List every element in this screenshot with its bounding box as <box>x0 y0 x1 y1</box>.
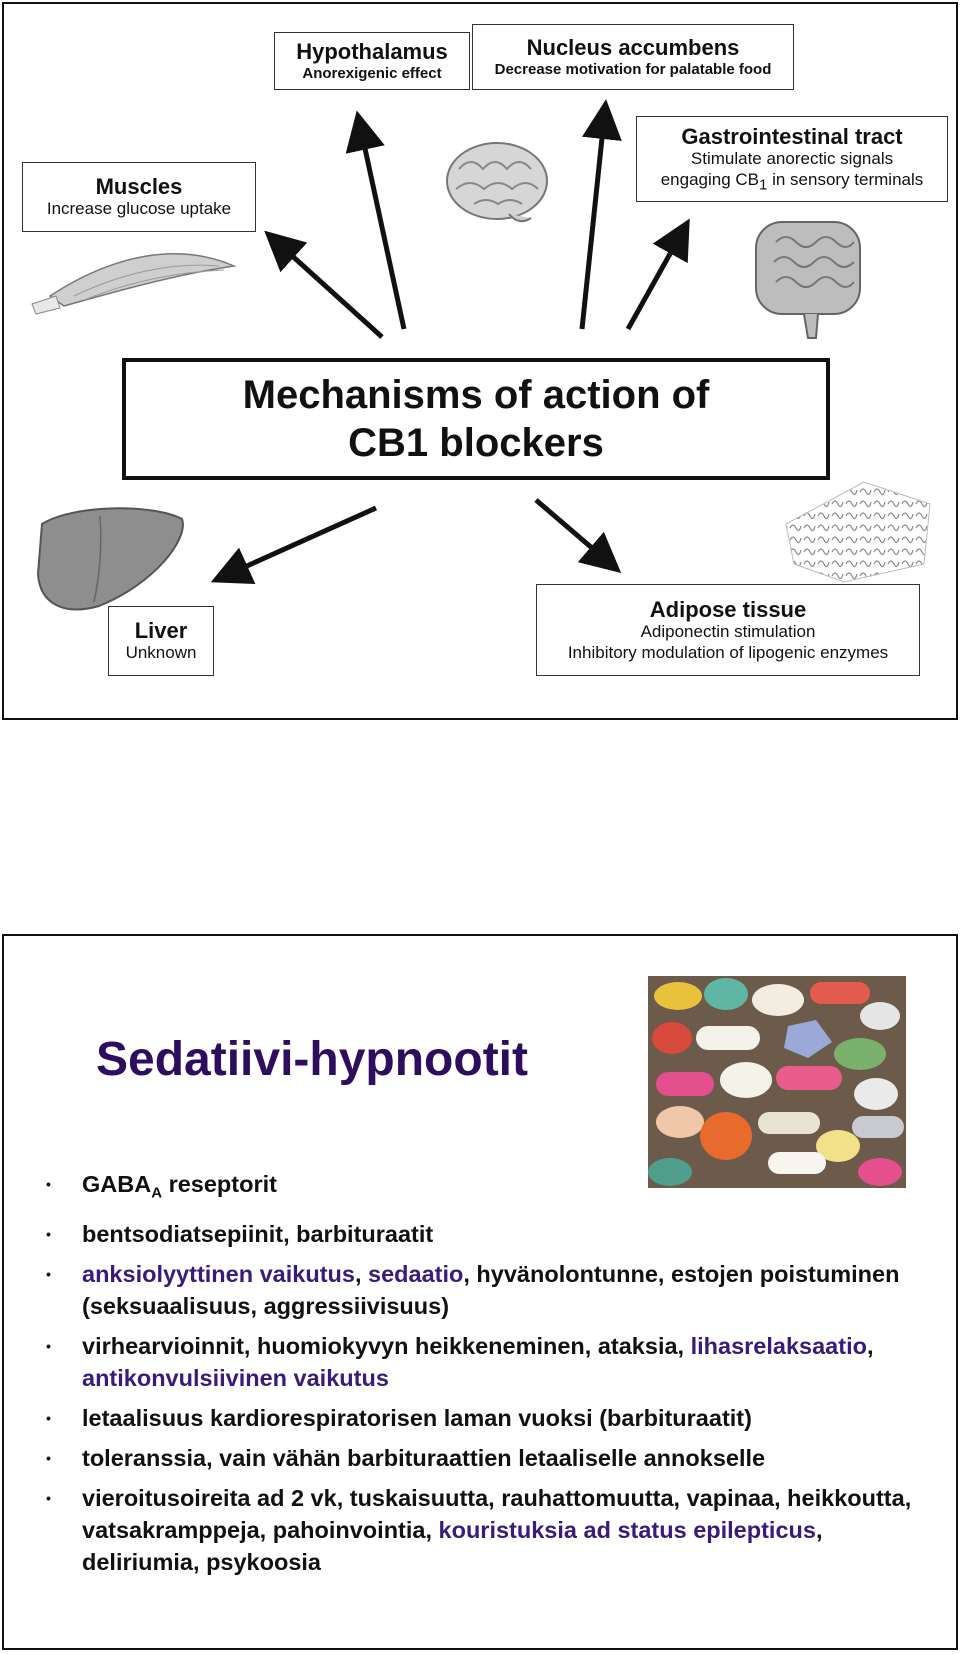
adipose-tissue-title: Adipose tissue <box>649 596 807 622</box>
center-title-box: Mechanisms of action of CB1 blockers <box>122 358 830 480</box>
liver-box: Liver Unknown <box>108 606 214 676</box>
slide-cb1-mechanisms: Hypothalamus Anorexigenic effect Nucleus… <box>2 2 958 720</box>
intestine-image <box>755 221 861 339</box>
nucleus-accumbens-effect: Decrease motivation for palatable food <box>494 60 772 78</box>
arrow-to-nucleus <box>579 99 622 330</box>
gi-tract-box: Gastrointestinal tract Stimulate anorect… <box>636 116 948 202</box>
nucleus-accumbens-box: Nucleus accumbens Decrease motivation fo… <box>472 24 794 90</box>
arrow-to-gi <box>625 218 690 331</box>
gi-tract-effect-2: engaging CB1 in sensory terminals <box>660 169 924 194</box>
arrow-to-adipose <box>534 498 622 574</box>
center-title-line-2: CB1 blockers <box>348 421 604 465</box>
diagram-artwork <box>31 99 931 611</box>
list-item: GABAA reseptorit <box>44 1168 924 1210</box>
list-item: anksiolyyttinen vaikutus, sedaatio, hyvä… <box>44 1258 924 1322</box>
brain-image <box>446 142 548 223</box>
gi-tract-title: Gastrointestinal tract <box>681 123 903 149</box>
adipose-tissue-effect-2: Inhibitory modulation of lipogenic enzym… <box>567 642 889 662</box>
list-item: virhearvioinnit, huomiokyvyn heikkenemin… <box>44 1330 924 1394</box>
pills-photo <box>648 976 906 1188</box>
slide-sedatives: Sedatiivi-hypnootit GABAA reseptorit ben… <box>2 934 958 1650</box>
liver-effect: Unknown <box>125 643 197 663</box>
adipose-tissue-box: Adipose tissue Adiponectin stimulation I… <box>536 584 920 676</box>
list-item: vieroitusoireita ad 2 vk, tuskaisuutta, … <box>44 1482 924 1578</box>
center-title-line-1: Mechanisms of action of <box>242 373 710 417</box>
adipose-tissue-effect-1: Adiponectin stimulation <box>640 622 816 642</box>
muscles-box: Muscles Increase glucose uptake <box>22 162 256 232</box>
nucleus-accumbens-title: Nucleus accumbens <box>526 35 740 61</box>
slide-title: Sedatiivi-hypnootit <box>96 1033 528 1086</box>
arrow-to-liver <box>210 505 378 585</box>
list-item: bentsodiatsepiinit, barbituraatit <box>44 1218 924 1250</box>
hypothalamus-title: Hypothalamus <box>296 39 448 65</box>
muscles-effect: Increase glucose uptake <box>46 199 232 219</box>
hypothalamus-box: Hypothalamus Anorexigenic effect <box>274 32 470 90</box>
adipose-image <box>785 481 931 583</box>
gi-tract-effect-1: Stimulate anorectic signals <box>690 149 894 169</box>
arrow-to-hypothalamus <box>345 110 407 330</box>
list-item: toleranssia, vain vähän barbituraattien … <box>44 1442 924 1474</box>
liver-title: Liver <box>134 618 188 644</box>
hypothalamus-effect: Anorexigenic effect <box>302 64 442 82</box>
muscle-image <box>31 253 237 315</box>
liver-image <box>36 507 184 611</box>
muscles-title: Muscles <box>95 174 183 200</box>
bullet-list: GABAA reseptorit bentsodiatsepiinit, bar… <box>44 1168 924 1586</box>
arrow-to-muscles <box>264 230 384 339</box>
list-item: letaalisuus kardiorespiratorisen laman v… <box>44 1402 924 1434</box>
